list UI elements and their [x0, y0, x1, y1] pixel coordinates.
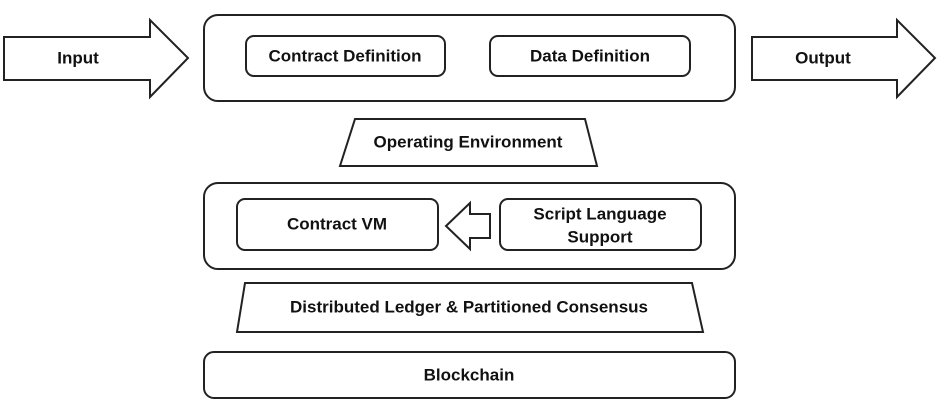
- blockchain-layer: Blockchain: [203, 351, 736, 399]
- input-label: Input: [57, 48, 99, 67]
- output-arrow: Output: [751, 17, 937, 100]
- operating-environment-shape: [338, 118, 599, 167]
- contract-definition-label: Contract Definition: [269, 46, 422, 65]
- distributed-ledger-layer: Distributed Ledger & Partitioned Consens…: [235, 282, 705, 333]
- blockchain-label: Blockchain: [424, 365, 515, 384]
- operating-environment-label: Operating Environment: [374, 132, 563, 151]
- contract-data-definition-box: Contract Definition Data Definition: [203, 14, 736, 102]
- blockchain-box: [203, 351, 736, 399]
- operating-environment-layer: Operating Environment: [338, 118, 599, 167]
- output-arrow-shape: [751, 17, 937, 100]
- contract-vm-box: [236, 198, 439, 251]
- script-language-label-line1: Script Language: [533, 204, 666, 223]
- distributed-ledger-shape: [235, 282, 705, 333]
- virtual-machine-box: Contract VM Script Language Support: [203, 182, 736, 270]
- data-definition-box: [489, 35, 691, 77]
- contract-definition-box: [245, 35, 446, 77]
- data-definition-label: Data Definition: [530, 46, 650, 65]
- contract-vm-label: Contract VM: [287, 214, 387, 233]
- script-language-support-box: [499, 198, 702, 251]
- left-arrow-icon: [444, 200, 491, 252]
- script-language-label-line2: Support: [567, 227, 632, 246]
- input-arrow-shape: [3, 17, 190, 100]
- distributed-ledger-label: Distributed Ledger & Partitioned Consens…: [290, 297, 648, 316]
- output-label: Output: [795, 48, 851, 67]
- input-arrow: Input: [3, 17, 190, 100]
